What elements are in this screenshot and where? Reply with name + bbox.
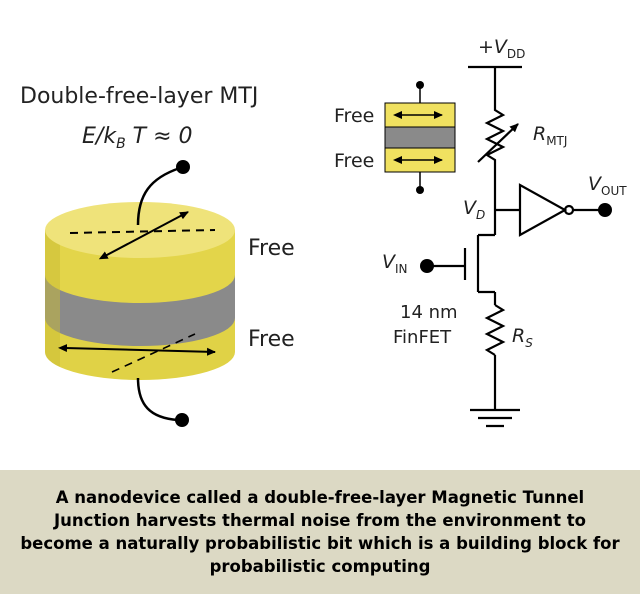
rs-resistor xyxy=(484,304,506,356)
vd-label: VD xyxy=(463,197,485,222)
vout-terminal xyxy=(598,203,612,217)
vin-label: VIN xyxy=(382,251,408,276)
energy-label: E/kB T ≈ 0 xyxy=(82,124,193,152)
circuit-schematic xyxy=(432,65,600,428)
top-free-label: Free xyxy=(248,236,295,261)
mtj-cylinder xyxy=(45,202,235,380)
mtj-inset-symbol xyxy=(384,81,456,194)
vdd-label: +VDD xyxy=(478,36,525,61)
vout-label: VOUT xyxy=(588,173,627,198)
bottom-free-label: Free xyxy=(248,327,295,352)
bottom-lead-wire xyxy=(136,377,179,422)
vin-terminal xyxy=(420,259,434,273)
inverter xyxy=(518,183,568,237)
inset-free-top-label: Free xyxy=(334,105,374,127)
caption-box: A nanodevice called a double-free-layer … xyxy=(0,470,640,594)
rs-label: RS xyxy=(512,325,533,350)
mtj-diagram: Double-free-layer MTJ E/kB T ≈ 0 Free Fr… xyxy=(20,36,627,428)
rmtj-variable-arrow xyxy=(477,123,519,163)
rmtj-resistor xyxy=(484,105,506,170)
caption-text: A nanodevice called a double-free-layer … xyxy=(20,488,620,576)
fet-size-label: 14 nm xyxy=(400,302,458,323)
top-lead-wire xyxy=(136,166,181,226)
device-title: Double-free-layer MTJ xyxy=(20,84,258,109)
bottom-terminal xyxy=(175,413,189,427)
top-magnetization-arrow xyxy=(98,211,189,260)
fet-type-label: FinFET xyxy=(393,327,452,348)
top-terminal xyxy=(176,160,190,174)
bottom-magnetization-arrow xyxy=(58,344,216,356)
inset-free-bottom-label: Free xyxy=(334,150,374,172)
rmtj-label: RMTJ xyxy=(533,123,567,148)
